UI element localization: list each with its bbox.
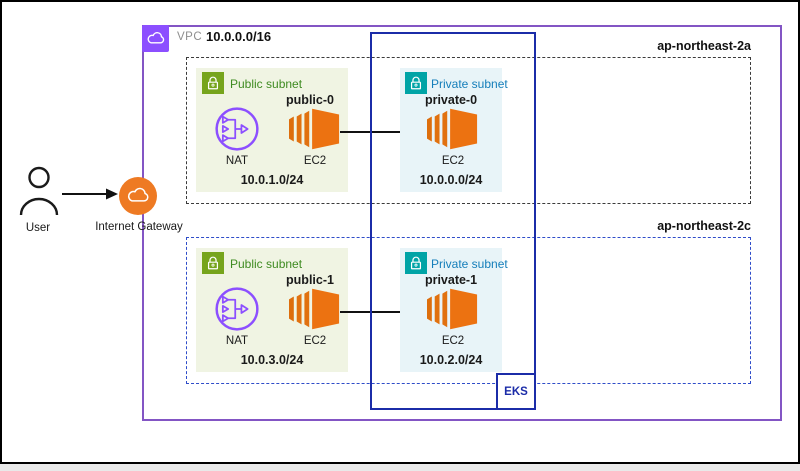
ec2-label: EC2: [303, 335, 327, 347]
az-2a-label: ap-northeast-2a: [657, 39, 751, 53]
private-subnet-name: private-0: [424, 93, 478, 107]
public-subnet-lock-icon: [202, 72, 224, 94]
public-subnet-name: public-0: [286, 93, 334, 107]
eks-tag: EKS: [496, 373, 536, 410]
vpc-boundary: [142, 25, 782, 421]
ec2-icon: [289, 107, 341, 156]
nat-gateway-icon: [214, 106, 260, 157]
public-subnet-cidr: 10.0.1.0/24: [240, 173, 304, 187]
ec2-icon: [427, 107, 479, 156]
vpc-icon: [142, 25, 169, 52]
az-row-2c: ap-northeast-2c Public subnet public-1: [0, 180, 800, 471]
private-subnet-badge: Private subnet: [431, 257, 508, 271]
bottom-strip: [0, 464, 800, 471]
user-to-igw-arrow: [62, 186, 120, 207]
public-subnet-badge: Public subnet: [230, 77, 303, 91]
public-subnet-name: public-1: [286, 273, 334, 287]
internet-gateway-label: Internet Gateway: [95, 221, 183, 233]
private-subnet-lock-icon: [405, 72, 427, 94]
az-2a-boundary: [186, 57, 751, 204]
eks-cluster-boundary: [370, 32, 536, 410]
az-2c-boundary: [186, 237, 751, 384]
private-subnet-badge: Private subnet: [431, 77, 508, 91]
private-subnet-cidr: 10.0.2.0/24: [419, 353, 483, 367]
vpc-cidr: 10.0.0.0/16: [206, 29, 272, 44]
ec2-icon: [289, 287, 341, 336]
user-icon: [17, 166, 61, 223]
ec2-label: EC2: [441, 155, 465, 167]
ec2-label: EC2: [441, 335, 465, 347]
user-label: User: [25, 222, 51, 234]
ec2-label: EC2: [303, 155, 327, 167]
ec2-icon: [427, 287, 479, 336]
private-subnet-cidr: 10.0.0.0/24: [419, 173, 483, 187]
public-subnet-badge: Public subnet: [230, 257, 303, 271]
nat-label: NAT: [225, 155, 249, 167]
private-subnet-name: private-1: [424, 273, 478, 287]
public-subnet-cidr: 10.0.3.0/24: [240, 353, 304, 367]
nat-gateway-icon: [214, 286, 260, 337]
internet-gateway-icon: [119, 177, 157, 215]
az-2c-label: ap-northeast-2c: [657, 219, 751, 233]
public-subnet-lock-icon: [202, 252, 224, 274]
nat-label: NAT: [225, 335, 249, 347]
private-subnet-lock-icon: [405, 252, 427, 274]
vpc-label: VPC: [177, 31, 203, 43]
